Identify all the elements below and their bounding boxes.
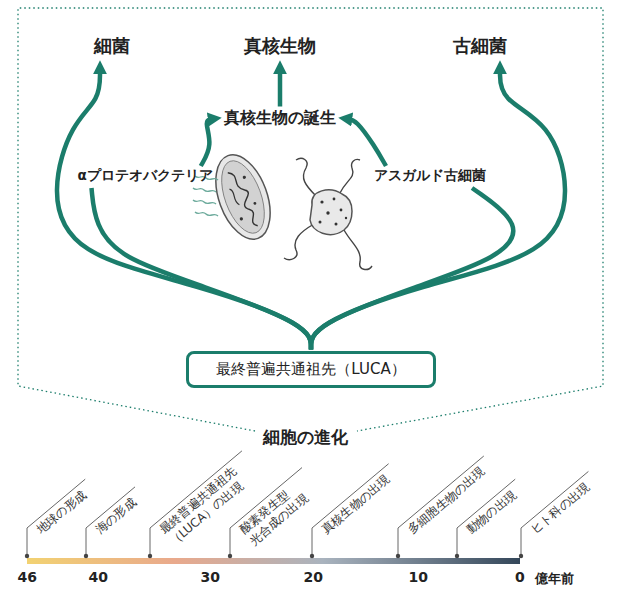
branch-arrow [201,119,212,166]
axis-tick-label: 0 [515,569,525,585]
branch-arrow [311,70,565,350]
drawing-part [193,188,216,192]
leader-line [150,528,151,556]
leader-lines [25,451,589,558]
axis-tick-label: 40 [89,569,108,585]
drawing-part [284,158,372,269]
node-text: 真核生物の誕生 [224,108,336,129]
leader-line [457,528,458,556]
branch-arrow [348,119,386,166]
tick-dot [519,554,523,558]
leader-line [398,456,484,528]
tick-dot [396,554,400,558]
drawing-part [205,147,280,246]
asgard-archaeon [284,158,372,269]
leader-line [27,528,28,556]
node-text: αプロテオバクテリア [78,167,213,185]
tick-dot [148,554,152,558]
alpha-proteobacterium [205,147,280,246]
drawing-part [296,158,316,196]
drawing-part [310,190,352,235]
drawing-part [213,155,273,239]
leader-line [230,528,231,556]
axis-unit: 億年前 [535,570,574,588]
diagram-title: 細胞の進化 [259,426,352,449]
drawing-part [228,168,260,229]
leader-line [86,528,87,556]
drawing-part [333,198,336,201]
timeline-event: 動物の出現 [464,487,520,537]
drawing-part [195,212,218,216]
timeline-event: 海の形成 [93,495,139,537]
tick-dot [25,554,29,558]
domain-label: 真核生物 [244,34,316,58]
axis-tick-label: 30 [201,569,220,585]
drawing-part [253,202,257,206]
drawing-part [193,200,216,204]
leader-line [312,528,313,556]
timeline-event: 最終普遍共通祖先 （LUCA）の出現 [157,459,256,549]
axis-tick-label: 46 [18,569,37,585]
drawing-part [345,217,347,219]
drawing-part [340,209,343,212]
drawing-part [284,224,314,260]
drawing-part [239,217,243,221]
dotted-frame [18,8,603,431]
tick-dot [455,554,459,558]
tick-dot [228,554,232,558]
timeline-event: ヒト科の出現 [528,480,593,538]
axis-tick-label: 10 [409,569,428,585]
domain-label: 細菌 [94,34,130,58]
node-text: 細菌 [94,34,130,58]
drawing-part [344,230,372,269]
timeline-event: 真核生物の出現 [319,472,393,537]
timeline-event: 酸素発生型 光合成の出現 [237,476,316,549]
tick-dot [310,554,314,558]
drawing-part [319,198,348,226]
axis-tick-label: 20 [304,569,323,585]
tick-dot [84,554,88,558]
drawing-part [335,223,338,226]
organism-label: αプロテオバクテリア [78,167,213,185]
node-text: 古細菌 [453,34,507,58]
branch-arrow [92,188,312,350]
leader-line [521,528,522,556]
drawing-part [242,175,246,179]
organism-label: アスガルド古細菌 [374,167,486,185]
drawing-part [229,188,239,206]
node-text: 真核生物 [244,34,316,58]
event-label: 真核生物の誕生 [224,108,336,129]
drawing-part [319,221,322,224]
branch-arrow [311,188,513,350]
node-text: 最終普遍共通祖先（LUCA） [211,360,411,379]
node-text: アスガルド古細菌 [374,167,486,185]
drawing-part [340,159,360,193]
ancestor-box: 最終普遍共通祖先（LUCA） [186,351,436,388]
drawing-part [320,200,323,203]
branch-arrow [278,70,283,107]
timeline-event: 地球の形成 [34,487,90,537]
domain-label: 古細菌 [453,34,507,58]
leader-line [398,528,399,556]
time-bar [27,558,520,564]
drawing-part [326,211,329,214]
